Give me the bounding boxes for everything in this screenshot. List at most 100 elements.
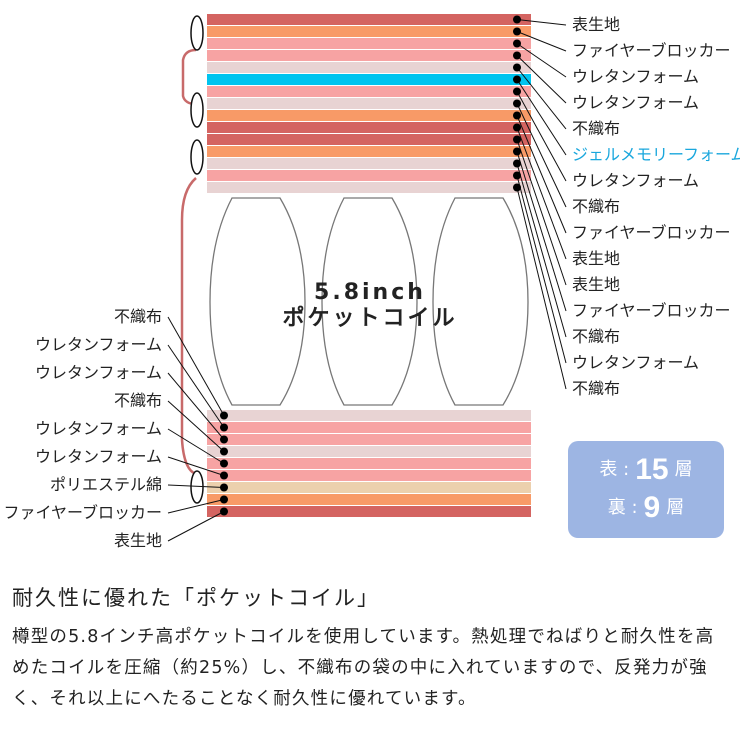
bottom-layer-label: 表生地 <box>113 531 162 550</box>
coil-size: 5.8inch <box>314 280 426 305</box>
layer-dot <box>513 87 521 96</box>
layer-dot <box>220 423 228 432</box>
top-layer-label: 不織布 <box>572 379 621 398</box>
layer-dot <box>513 63 521 72</box>
layer-dot <box>513 135 521 144</box>
bottom-layer <box>207 458 531 469</box>
layer-dot <box>513 147 521 156</box>
top-layer <box>207 38 531 49</box>
bottom-layer <box>207 446 531 457</box>
top-layer-label: 不織布 <box>572 197 621 216</box>
leader-line <box>516 175 567 364</box>
bottom-layer-label: 不織布 <box>113 391 162 410</box>
leader-lines <box>167 15 567 542</box>
bottom-layer-label: 不織布 <box>113 307 162 326</box>
layer-dot <box>220 471 228 480</box>
layer-dot <box>513 15 521 24</box>
top-layer <box>207 74 531 85</box>
top-layer-label: ファイヤーブロッカー <box>572 301 731 320</box>
leader-line <box>516 43 567 78</box>
leader-line <box>167 316 225 416</box>
leader-line <box>516 55 567 104</box>
leader-line <box>516 115 567 234</box>
leader-line <box>167 499 225 514</box>
layer-dot <box>220 483 228 492</box>
bottom-layer <box>207 434 531 445</box>
leader-line <box>516 91 567 182</box>
leader-line <box>167 400 225 452</box>
top-layer-label: 表生地 <box>572 275 621 294</box>
top-layer-label: 不織布 <box>572 119 621 138</box>
back-count: 9 <box>643 491 661 524</box>
bottom-layer-label: ファイヤーブロッカー <box>3 503 162 522</box>
bottom-layer-label: ポリエステル綿 <box>49 475 162 494</box>
bottom-layer <box>207 482 531 493</box>
leader-line <box>167 511 225 542</box>
top-layer <box>207 122 531 133</box>
layer-dot <box>220 459 228 468</box>
bottom-layer-label: ウレタンフォーム <box>34 335 162 354</box>
bottom-layer-label: ウレタンフォーム <box>34 363 162 382</box>
top-layer-label: 表生地 <box>572 249 621 268</box>
coil-1 <box>209 197 306 406</box>
leader-line <box>167 484 225 488</box>
top-layer-label: ウレタンフォーム <box>572 67 700 86</box>
top-layer <box>207 62 531 73</box>
top-layer <box>207 14 531 25</box>
layer-dot <box>220 447 228 456</box>
leader-line <box>516 31 567 52</box>
top-layer <box>207 134 531 145</box>
top-layer <box>207 110 531 121</box>
top-layer-label: ウレタンフォーム <box>572 171 700 190</box>
leader-line <box>167 372 225 440</box>
layer-dot <box>513 111 521 120</box>
top-layer-label: 不織布 <box>572 327 621 346</box>
top-layer-label: ウレタンフォーム <box>572 353 700 372</box>
leader-line <box>167 344 225 428</box>
leader-line <box>516 163 567 338</box>
coils <box>209 197 529 406</box>
section-body: 樽型の5.8インチ高ポケットコイルを使用しています。熱処理でねばりと耐久性を高め… <box>12 627 715 709</box>
top-layer <box>207 146 531 157</box>
top-layer <box>207 98 531 109</box>
mattress-diagram <box>167 14 567 542</box>
quilt-stitch <box>180 15 204 504</box>
bottom-layer <box>207 506 531 517</box>
layer-dot <box>513 99 521 108</box>
top-layer <box>207 50 531 61</box>
layer-dot <box>220 435 228 444</box>
section-heading: 耐久性に優れた「ポケットコイル」 <box>12 586 380 610</box>
leader-line <box>516 187 567 390</box>
leader-line <box>516 151 567 312</box>
top-layer <box>207 86 531 97</box>
layer-dot <box>220 411 228 420</box>
coil-3 <box>432 197 529 406</box>
top-layer-label: ファイヤーブロッカー <box>572 41 731 60</box>
bottom-layers <box>207 410 531 517</box>
leader-line <box>167 428 225 464</box>
layer-dot <box>220 495 228 504</box>
layer-dot <box>513 51 521 60</box>
leader-line <box>516 67 567 130</box>
leader-line <box>516 79 567 156</box>
layer-dot <box>513 123 521 132</box>
top-layer <box>207 158 531 169</box>
bottom-layer-label: ウレタンフォーム <box>34 419 162 438</box>
front-count: 15 <box>635 453 669 486</box>
top-layer-label: ウレタンフォーム <box>572 93 700 112</box>
leader-line <box>167 456 225 476</box>
top-layer-label: 表生地 <box>572 15 621 34</box>
front-label: 表 : <box>599 459 630 480</box>
leader-line <box>516 19 567 26</box>
coil-label: 5.8inch ポケットコイル <box>210 280 530 332</box>
layer-dot <box>513 27 521 36</box>
top-layer <box>207 182 531 193</box>
coil-2 <box>321 197 418 406</box>
bottom-layer-label: ウレタンフォーム <box>34 447 162 466</box>
leader-line <box>516 127 567 260</box>
unit: 層 <box>674 459 693 480</box>
unit: 層 <box>666 497 685 518</box>
leader-line <box>516 139 567 286</box>
bottom-layer <box>207 470 531 481</box>
